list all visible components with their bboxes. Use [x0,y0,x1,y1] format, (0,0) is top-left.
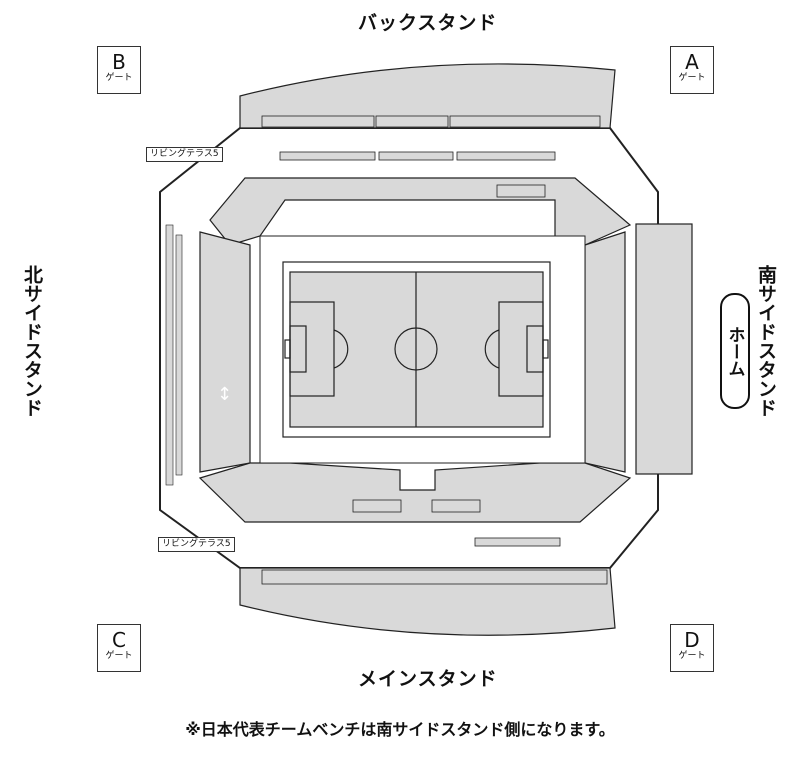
back-box-1 [261,115,375,128]
home-label: ホーム [720,293,750,409]
main-stand-upper [239,567,616,636]
south-stand-label: 南サイドスタンド [755,265,777,417]
vertical-arrow-icon: ↕ [217,384,234,405]
gate-letter: A [685,50,699,74]
main-stand-label: メインスタンド [358,668,498,690]
gate-word: ゲート [105,651,133,661]
back-box-5 [378,151,454,161]
north-inner-stand [199,231,251,473]
gate-a: A ゲート [670,46,714,94]
bench-left [352,499,402,513]
back-box-4 [279,151,376,161]
gate-letter: C [112,628,126,652]
main-stand-lower [261,569,608,585]
gate-d: D ゲート [670,624,714,672]
center-circle [394,327,438,371]
left-goal [284,339,291,359]
north-stand-label: 北サイドスタンド [21,265,43,417]
back-stand-upper [239,63,616,129]
footnote: ※日本代表チームベンチは南サイドスタンド側になります。 [185,720,615,739]
gate-b: B ゲート [97,46,141,94]
living-terrace-top: リビングテラス5 [146,147,223,162]
gate-c: C ゲート [97,624,141,672]
gate-letter: B [112,50,126,74]
gate-word: ゲート [678,651,706,661]
bench-right [431,499,481,513]
back-box-6 [456,151,556,161]
back-stand-label: バックスタンド [358,12,498,34]
north-strip [175,234,183,476]
right-goal [542,339,549,359]
back-scoreboard [496,184,546,198]
right-arc [484,329,500,369]
south-stand-block [635,223,693,475]
gate-word: ゲート [678,73,706,83]
back-box-2 [375,115,449,128]
south-inner-stand [584,231,626,473]
north-strip [165,224,174,486]
back-box-3 [449,115,601,128]
living-terrace-bottom: リビングテラス5 [158,537,235,552]
gate-letter: D [684,628,700,652]
main-box-1 [474,537,561,547]
gate-word: ゲート [105,73,133,83]
left-arc [333,329,349,369]
